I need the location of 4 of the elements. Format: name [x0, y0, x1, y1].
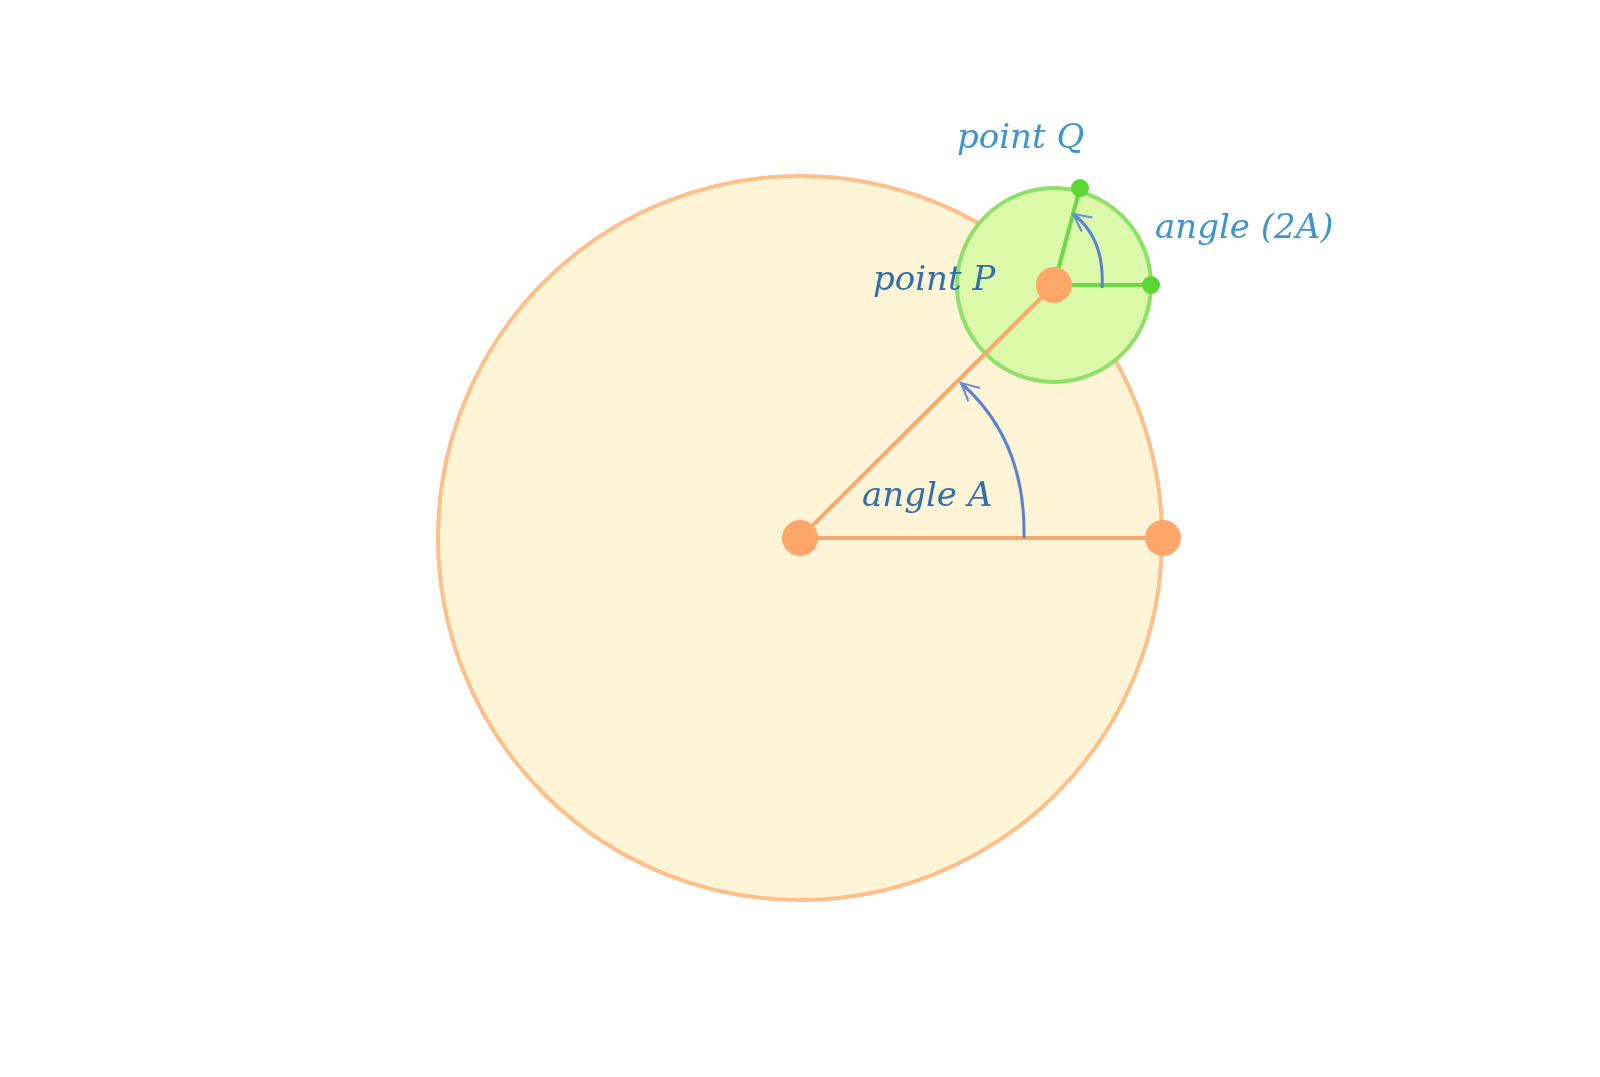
- angle-label: angle A: [862, 476, 993, 514]
- angle-label: angle (2A): [1155, 208, 1334, 246]
- point-label: point Q: [957, 118, 1085, 156]
- point-label: point P: [873, 260, 996, 298]
